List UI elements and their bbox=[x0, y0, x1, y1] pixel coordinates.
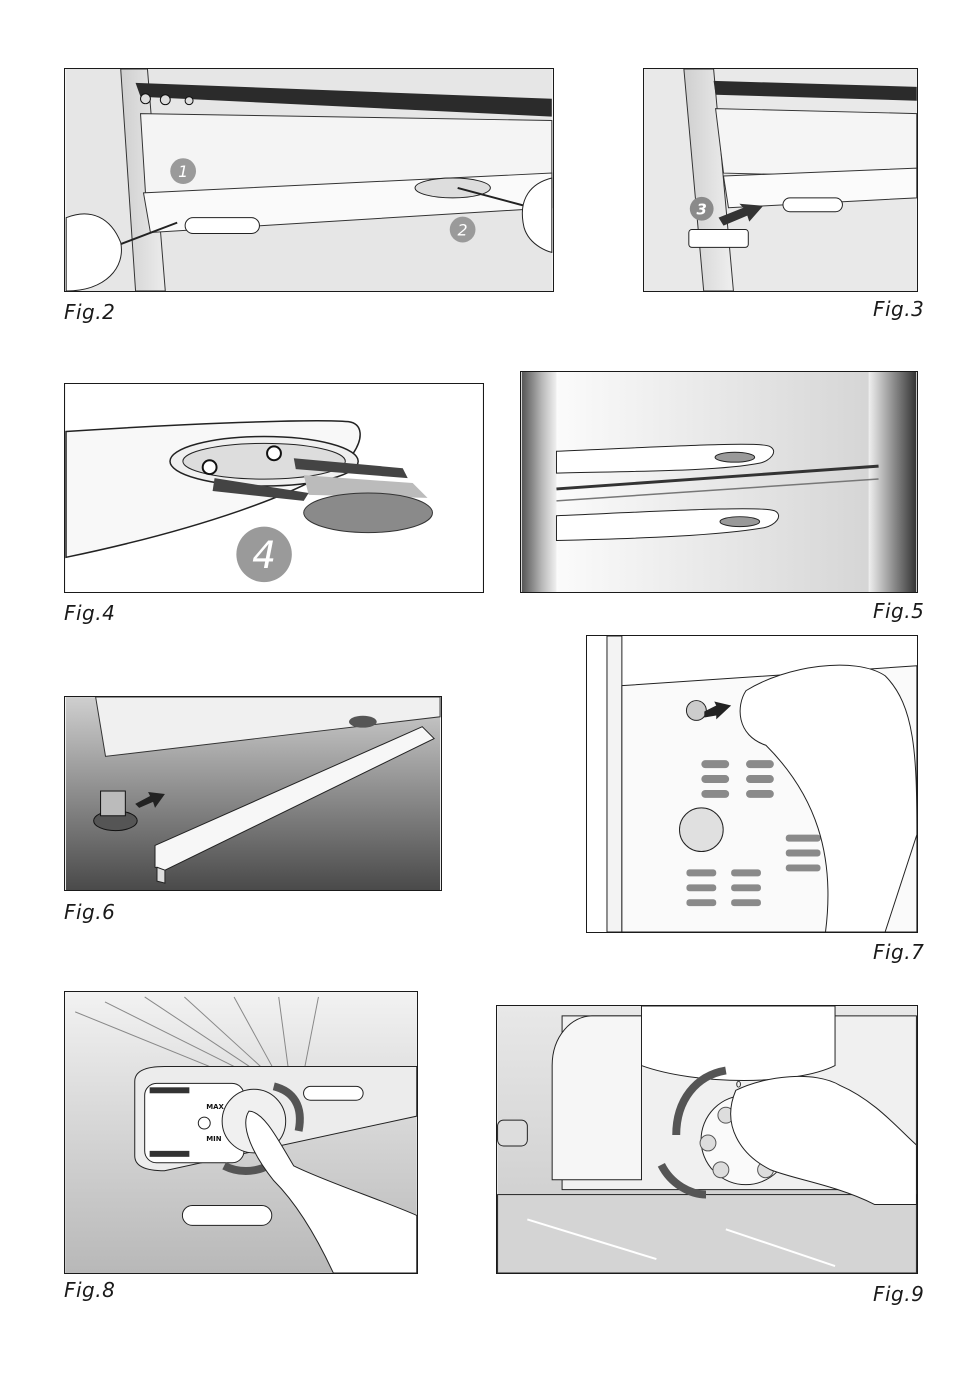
fig9-caption: Fig.9 bbox=[873, 1282, 925, 1306]
fig9-illustration: 0 bbox=[496, 1005, 918, 1274]
step-3-badge bbox=[689, 196, 714, 221]
fig6-caption: Fig.6 bbox=[64, 900, 116, 924]
fig2-caption: Fig.2 bbox=[64, 300, 116, 324]
fig6-illustration bbox=[64, 696, 442, 891]
dial-max-label: MAX bbox=[206, 1103, 224, 1111]
fig3-illustration: 3 bbox=[643, 68, 918, 292]
step-3-label: 3 bbox=[697, 201, 707, 219]
fig8-caption: Fig.8 bbox=[64, 1278, 116, 1302]
fig8-illustration: MAX MIN bbox=[64, 991, 418, 1274]
fig5-caption: Fig.5 bbox=[873, 599, 925, 623]
step-2-label: 2 bbox=[458, 221, 468, 240]
step-4-badge bbox=[236, 526, 292, 583]
step-4-label: 4 bbox=[252, 533, 276, 577]
fig2-illustration: 1 2 bbox=[64, 68, 554, 292]
fig5-illustration bbox=[520, 371, 918, 593]
fig7-caption: Fig.7 bbox=[873, 940, 925, 964]
step-1-label: 1 bbox=[178, 162, 188, 181]
dial-min-label: MIN bbox=[206, 1135, 221, 1143]
fig7-illustration bbox=[586, 635, 918, 933]
dial-zero-label: 0 bbox=[736, 1080, 742, 1090]
step-2-badge bbox=[449, 216, 476, 243]
step-1-badge bbox=[170, 158, 197, 184]
fig4-caption: Fig.4 bbox=[64, 601, 116, 625]
fig4-illustration: 4 bbox=[64, 383, 484, 593]
fig3-caption: Fig.3 bbox=[873, 297, 925, 321]
